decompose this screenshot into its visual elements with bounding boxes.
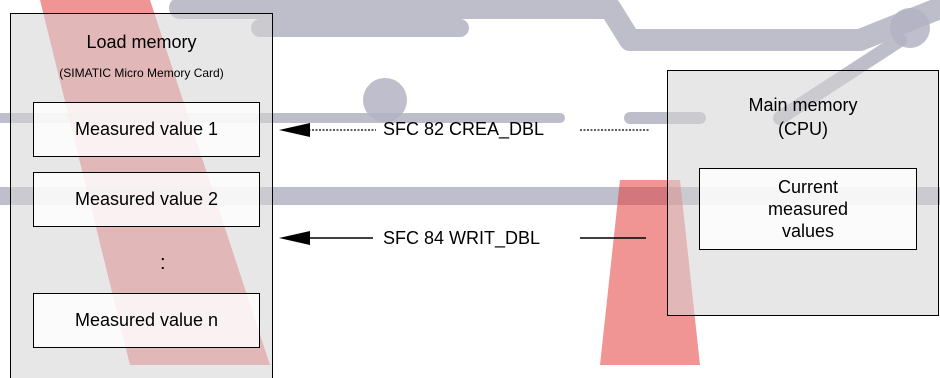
current-line2: measured (767, 199, 849, 219)
current-measured-values-box: Current measured values (699, 168, 917, 250)
current-line1: Current (777, 177, 839, 197)
main-memory-title-line2: (CPU) (778, 119, 828, 139)
ellipsis-marker: : (160, 252, 166, 274)
sfc84-arrowhead (279, 231, 310, 245)
sfc82-arrowhead (279, 123, 310, 137)
measured-value-1-box: Measured value 1 (33, 102, 260, 157)
load-memory-subtitle: (SIMATIC Micro Memory Card) (59, 66, 224, 80)
load-memory-title: Load memory (86, 32, 197, 52)
main-memory-title-line1: Main memory (748, 95, 858, 115)
main-memory-title: Main memory (CPU) (668, 93, 938, 141)
sfc84-label: SFC 84 WRIT_DBL (383, 228, 541, 248)
sfc82-label: SFC 82 CREA_DBL (383, 119, 545, 139)
current-line3: values (781, 221, 835, 241)
measured-value-2-box: Measured value 2 (33, 172, 260, 227)
measured-value-n-box: Measured value n (33, 293, 260, 348)
